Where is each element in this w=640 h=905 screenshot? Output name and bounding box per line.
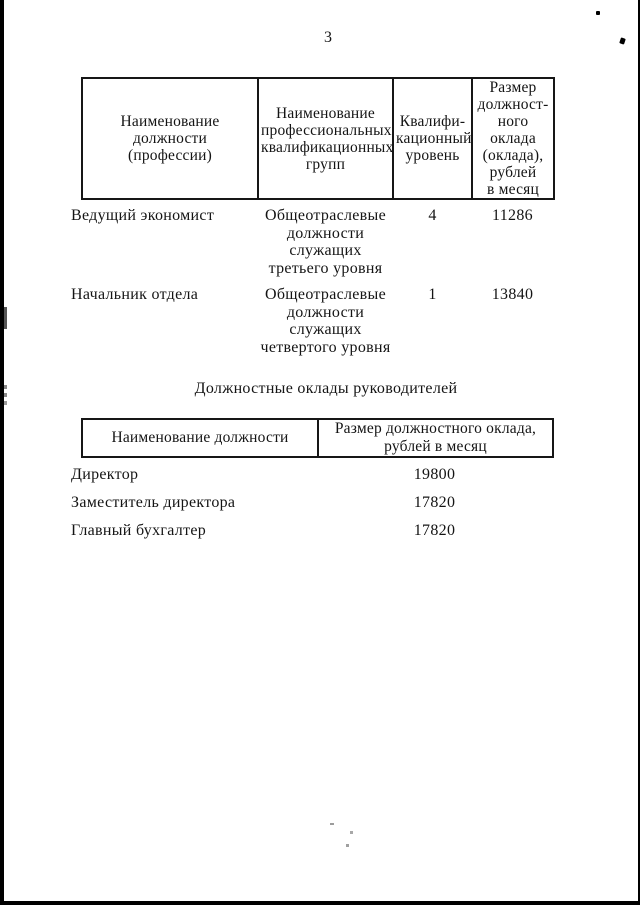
table-row: Директор 19800 — [71, 466, 581, 484]
header-cell-level: Квалифи- кационный уровень — [392, 77, 473, 200]
table-row: Заместитель директора 17820 — [71, 494, 581, 512]
scan-speck — [619, 37, 626, 45]
scan-smudge — [4, 393, 7, 397]
scan-speck — [596, 11, 600, 15]
scan-smudge — [4, 401, 7, 405]
page-number: 3 — [324, 29, 332, 46]
scan-edge-left-bar — [0, 0, 4, 905]
cell-position: Ведущий экономист — [71, 207, 215, 224]
managers-salary-table: Наименование должности Размер должностно… — [71, 418, 581, 550]
scan-edge-right-line — [638, 0, 640, 905]
table-row: Главный бухгалтер 17820 — [71, 522, 581, 540]
cell-salary: 13840 — [491, 286, 534, 303]
managers-table-header: Наименование должности Размер должностно… — [81, 418, 554, 458]
cell-position: Директор — [71, 466, 139, 483]
scan-dot — [350, 831, 353, 834]
header-cell-position: Наименование должности — [81, 418, 319, 458]
managers-table-body: Директор 19800 Заместитель директора 178… — [71, 466, 581, 540]
scan-dot — [330, 823, 334, 825]
qualification-table-header: Наименование должности (профессии) Наиме… — [81, 77, 555, 200]
scan-dot — [346, 844, 349, 847]
qualification-table-body: Ведущий экономист Общеотраслевые должнос… — [71, 207, 581, 356]
cell-position: Начальник отдела — [71, 286, 199, 303]
cell-group: Общеотраслевые должности служащих четвер… — [260, 286, 391, 356]
header-cell-group: Наименование профессиональных квалификац… — [257, 77, 394, 200]
cell-group: Общеотраслевые должности служащих третье… — [265, 207, 386, 277]
header-cell-position: Наименование должности (профессии) — [81, 77, 259, 200]
cell-position: Главный бухгалтер — [71, 522, 207, 539]
cell-salary: 11286 — [492, 207, 533, 224]
scan-smudge — [4, 385, 7, 389]
header-cell-salary: Размер должностного оклада, рублей в мес… — [317, 418, 554, 458]
section-title: Должностные оклады руководителей — [194, 380, 458, 397]
cell-level: 4 — [428, 207, 437, 224]
table-row: Ведущий экономист Общеотраслевые должнос… — [71, 207, 581, 277]
scan-smudge — [4, 307, 7, 329]
cell-level: 1 — [428, 286, 437, 303]
cell-salary: 17820 — [413, 494, 456, 511]
header-cell-salary: Размер должност- ного оклада (оклада), р… — [471, 77, 555, 200]
cell-salary: 19800 — [413, 466, 456, 483]
scan-edge-bottom-bar — [0, 901, 640, 905]
table-row: Начальник отдела Общеотраслевые должност… — [71, 286, 581, 356]
qualification-salary-table: Наименование должности (профессии) Наиме… — [71, 77, 581, 365]
cell-position: Заместитель директора — [71, 494, 236, 511]
cell-salary: 17820 — [413, 522, 456, 539]
